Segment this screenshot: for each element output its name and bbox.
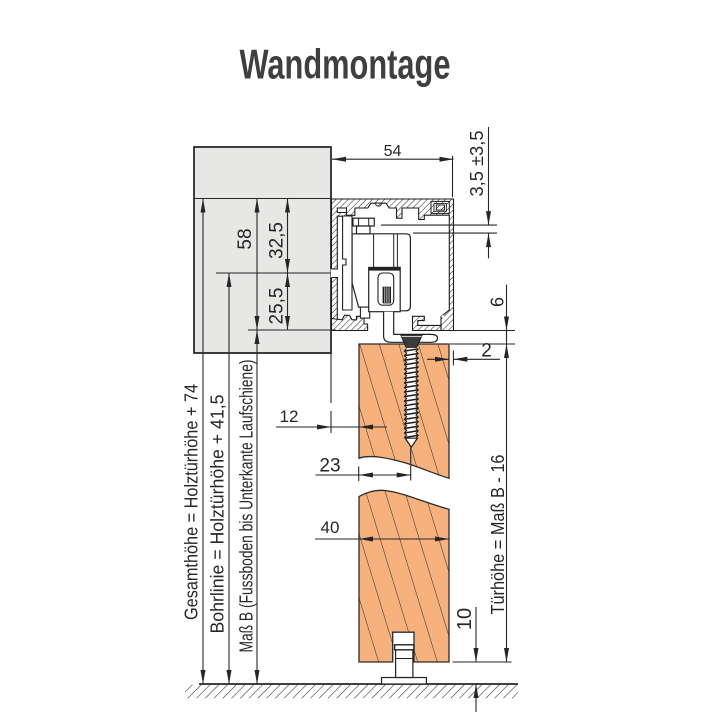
svg-text:Wandmontage: Wandmontage xyxy=(240,41,451,88)
svg-text:25,5: 25,5 xyxy=(267,288,288,325)
svg-text:23: 23 xyxy=(319,456,340,477)
svg-text:58: 58 xyxy=(235,228,256,249)
svg-text:6: 6 xyxy=(488,297,508,307)
svg-text:10: 10 xyxy=(454,608,476,630)
svg-text:12: 12 xyxy=(280,407,299,426)
svg-text:2: 2 xyxy=(481,341,492,362)
svg-text:Maß B (Fussboden bis Unterkant: Maß B (Fussboden bis Unterkante Laufschi… xyxy=(237,360,257,653)
svg-text:Gesamthöhe = Holztürhöhe + 74: Gesamthöhe = Holztürhöhe + 74 xyxy=(182,384,202,620)
svg-text:Bohrlinie = Holztürhöhe + 41,5: Bohrlinie = Holztürhöhe + 41,5 xyxy=(208,395,228,634)
svg-text:54: 54 xyxy=(384,143,402,160)
svg-text:40: 40 xyxy=(321,518,340,537)
svg-text:Türhöhe = Maß B - 16: Türhöhe = Maß B - 16 xyxy=(488,455,508,615)
svg-text:3,5 ±3,5: 3,5 ±3,5 xyxy=(467,131,487,197)
svg-text:32,5: 32,5 xyxy=(267,222,288,259)
